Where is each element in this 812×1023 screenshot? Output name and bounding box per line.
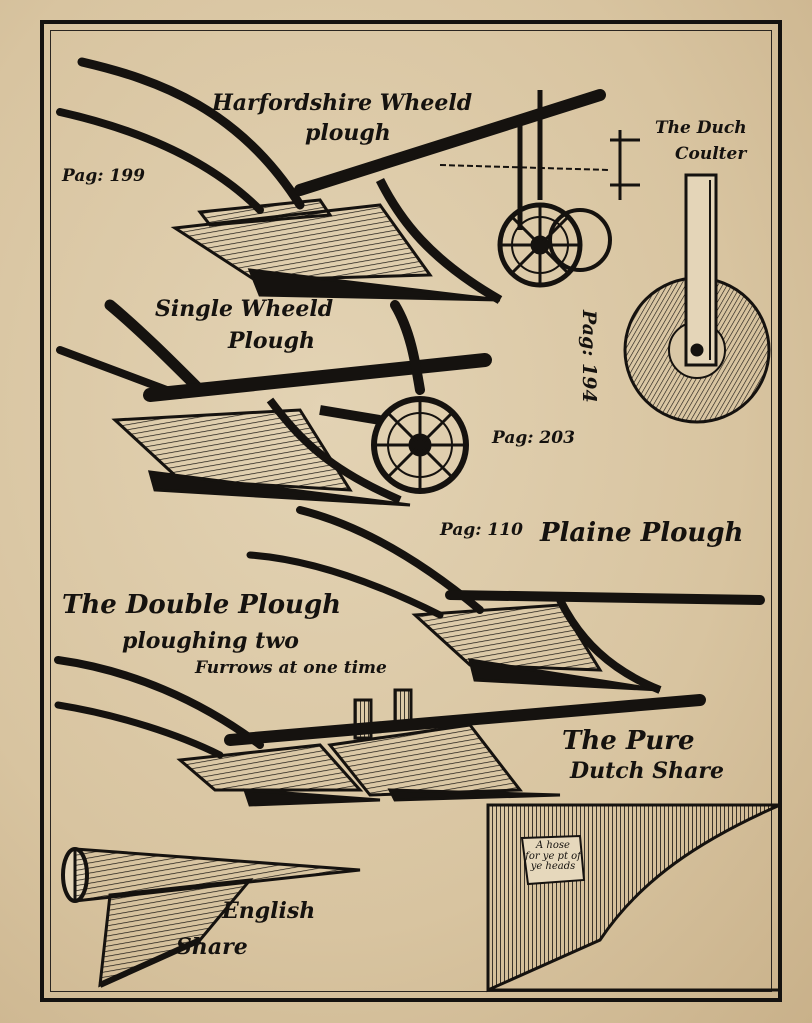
english-share — [61, 847, 361, 988]
socket-note-line3: ye heads — [530, 861, 576, 872]
pure-dutch-title: The Pure — [562, 726, 695, 756]
engraving-frame — [40, 20, 782, 1002]
harfordshire-title: Harfordshire Wheeld — [212, 90, 473, 116]
single-wheel-subtitle: Plough — [228, 328, 315, 354]
single-wheel-plough — [56, 299, 492, 507]
page-ref-194: Pag: 194 — [578, 310, 600, 403]
socket-note-line1: A hose — [536, 840, 570, 851]
harfordshire-plough — [56, 57, 640, 304]
socket-note-line2: for ye pt of — [525, 850, 581, 862]
pure-dutch-subtitle: Dutch Share — [570, 758, 725, 784]
english-share-subtitle: Share — [176, 934, 248, 960]
inner-rule — [50, 30, 772, 992]
dutch-coulter — [623, 173, 771, 424]
double-plough-title: The Double Plough — [62, 590, 342, 620]
pure-dutch-share — [486, 803, 782, 993]
duch-coulter-subtitle: Coulter — [675, 144, 747, 164]
plaine-plough-title: Plaine Plough — [540, 518, 744, 548]
page-ref-199: Pag: 199 — [62, 166, 145, 186]
double-plough-line2: ploughing two — [122, 628, 299, 654]
double-plough-line3: Furrows at one time — [195, 658, 387, 678]
english-share-title: English — [222, 898, 316, 924]
duch-coulter-title: The Duch — [655, 118, 747, 138]
double-plough — [54, 656, 706, 807]
page-ref-203: Pag: 203 — [492, 428, 575, 448]
harfordshire-subtitle: plough — [305, 120, 391, 146]
socket-note: A hose for ye pt of ye heads — [524, 840, 582, 873]
single-wheel-title: Single Wheeld — [155, 296, 334, 322]
plaine-plough — [246, 506, 765, 694]
page-ref-110: Pag: 110 — [440, 520, 523, 540]
